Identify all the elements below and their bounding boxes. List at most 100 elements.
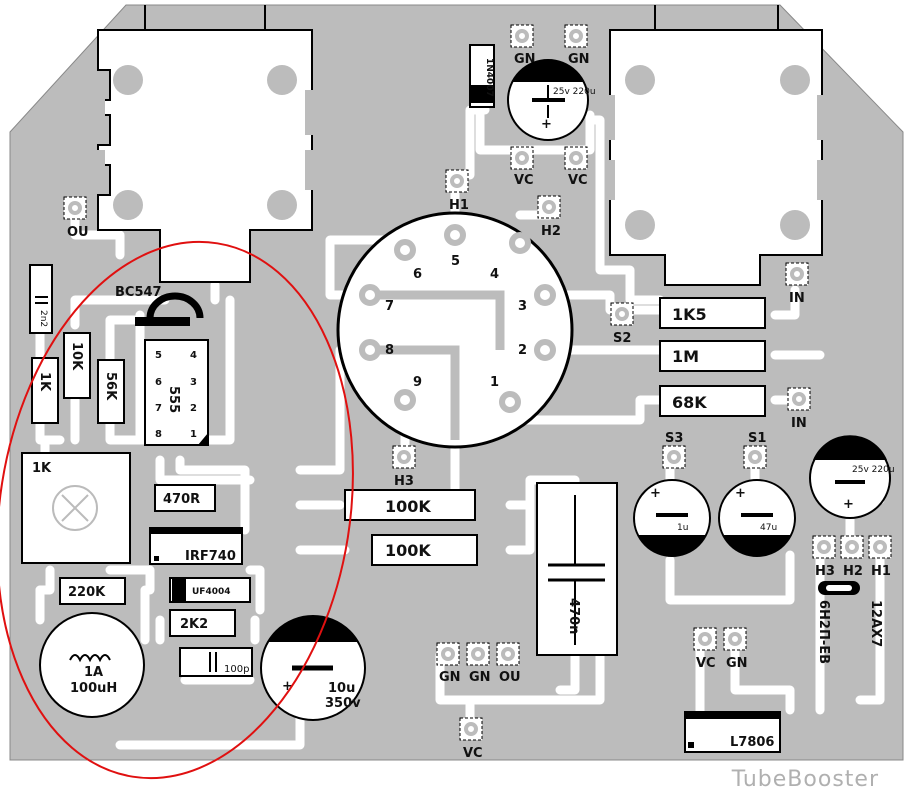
pad-h3-label: H3 (394, 474, 414, 489)
pad-vc-2-label: VC (568, 173, 588, 188)
tube-pin-3: 3 (518, 299, 527, 314)
svg-text:3: 3 (190, 377, 197, 388)
svg-text:+: + (735, 486, 746, 501)
svg-text:+: + (541, 117, 552, 132)
svg-text:UF4004: UF4004 (192, 587, 231, 597)
resistor-1k-label: 1K (37, 372, 52, 392)
pad-in-top-label: IN (789, 291, 805, 306)
svg-text:1u: 1u (677, 523, 688, 533)
svg-text:25v 220u: 25v 220u (852, 465, 895, 475)
resistor-1m-label: 1M (672, 347, 699, 366)
watermark: TubeBooster (731, 767, 879, 792)
tube-pin-5: 5 (451, 254, 460, 269)
resistor-68k-label: 68K (672, 393, 707, 412)
svg-text:100uH: 100uH (70, 681, 117, 696)
pad-ou-bottom-label: OU (499, 670, 521, 685)
svg-text:220K: 220K (68, 585, 106, 600)
svg-text:+: + (282, 679, 293, 694)
pad-heater-h2-label: H2 (843, 564, 863, 579)
resistor-2k2: 2K2 (169, 609, 236, 637)
svg-text:25v 220u: 25v 220u (553, 87, 596, 97)
svg-text:5: 5 (155, 350, 162, 361)
tube-pin-6: 6 (413, 267, 422, 282)
cap-1u: 1u + (633, 479, 711, 557)
svg-text:+: + (650, 486, 661, 501)
svg-text:1: 1 (190, 429, 197, 440)
cap-470n: 470n (536, 482, 618, 656)
pad-gn-5-label: GN (726, 656, 748, 671)
pad-gn-4-label: GN (469, 670, 491, 685)
svg-text:470n: 470n (566, 598, 581, 634)
resistor-100k-b-label: 100K (385, 541, 431, 560)
cap-47u: 47u + (718, 479, 796, 557)
svg-text:100p: 100p (224, 664, 249, 675)
resistors-left (31, 332, 125, 424)
tube-socket: 1 2 3 4 5 6 7 8 9 (336, 211, 574, 449)
svg-text:4: 4 (190, 350, 197, 361)
pad-s2-label: S2 (613, 331, 631, 346)
resistor-470r: 470R (154, 484, 216, 512)
resistor-56k-label: 56K (103, 372, 118, 401)
svg-text:1N4007: 1N4007 (484, 58, 494, 97)
pad-vc-4-label: VC (463, 746, 483, 761)
svg-text:L7806: L7806 (730, 735, 774, 750)
pad-gn-3-label: GN (439, 670, 461, 685)
regulator-l7806: L7806 (684, 711, 781, 753)
resistor-10k-label: 10K (69, 342, 84, 371)
svg-text:47u: 47u (760, 523, 777, 533)
pad-vc-1-label: VC (514, 173, 534, 188)
tube-pin-9: 9 (413, 375, 422, 390)
pad-heater-h3-label: H3 (815, 564, 835, 579)
tube-pin-1: 1 (490, 375, 499, 390)
cap-25v-220u-right: 25v 220u + (809, 435, 895, 519)
pad-vc-3-label: VC (696, 656, 716, 671)
highlight-circle (0, 240, 354, 780)
transformer-left (95, 5, 315, 283)
tube-pin-2: 2 (518, 343, 527, 358)
svg-text:2K2: 2K2 (180, 617, 208, 632)
cap-100p: 100p (179, 647, 253, 677)
cap-2n2: 2n2 (29, 264, 53, 334)
transistor-bc547: BC547 (115, 285, 204, 326)
svg-text:10u: 10u (328, 681, 355, 696)
svg-text:1A: 1A (84, 665, 103, 680)
tube-pin-4: 4 (490, 267, 499, 282)
cap-10u-350v: + 10u 350v (260, 615, 366, 721)
cap-25v-220u-top: 25v 220u + (507, 59, 596, 141)
pad-s3-label: S3 (665, 431, 683, 446)
svg-text:8: 8 (155, 429, 162, 440)
svg-text:350v: 350v (325, 696, 361, 711)
tube-pin-7: 7 (385, 299, 394, 314)
pad-heater-h1-label: H1 (871, 564, 891, 579)
transformer-right (605, 5, 827, 286)
mosfet-irf740: IRF740 (149, 527, 243, 565)
svg-text:12AX7: 12AX7 (868, 600, 883, 647)
diode-uf4004: UF4004 (169, 577, 251, 603)
svg-text:6: 6 (155, 377, 162, 388)
svg-text:IRF740: IRF740 (185, 549, 236, 564)
svg-text:2: 2 (190, 403, 197, 414)
svg-text:470R: 470R (163, 492, 200, 507)
resistor-100k-a-label: 100K (385, 497, 431, 516)
svg-text:7: 7 (155, 403, 162, 414)
resistor-1k5-label: 1K5 (672, 305, 707, 324)
pad-h1-label: H1 (449, 198, 469, 213)
ic-555: 555 8 7 6 5 4 3 2 1 (144, 339, 209, 446)
potentiometer-1k: 1K (21, 452, 131, 564)
svg-text:+: + (843, 497, 854, 512)
heater-jumper: 6H2П-ЕВ 12AX7 (816, 581, 883, 664)
pad-gn-2-label: GN (568, 52, 590, 67)
svg-text:555: 555 (166, 386, 181, 413)
tube-pin-8: 8 (385, 343, 394, 358)
resistors-right (344, 297, 766, 566)
svg-text:6H2П-ЕВ: 6H2П-ЕВ (816, 600, 831, 664)
pad-in-mid-label: IN (791, 416, 807, 431)
pad-h2-label: H2 (541, 224, 561, 239)
pad-ou-left-label: OU (67, 225, 89, 240)
inductor-100uh: 1A 100uH (39, 612, 145, 718)
diode-1n4007: 1N4007 (469, 44, 495, 108)
svg-text:1K: 1K (32, 461, 52, 476)
svg-text:2n2: 2n2 (38, 310, 48, 327)
pad-s1-label: S1 (748, 431, 766, 446)
